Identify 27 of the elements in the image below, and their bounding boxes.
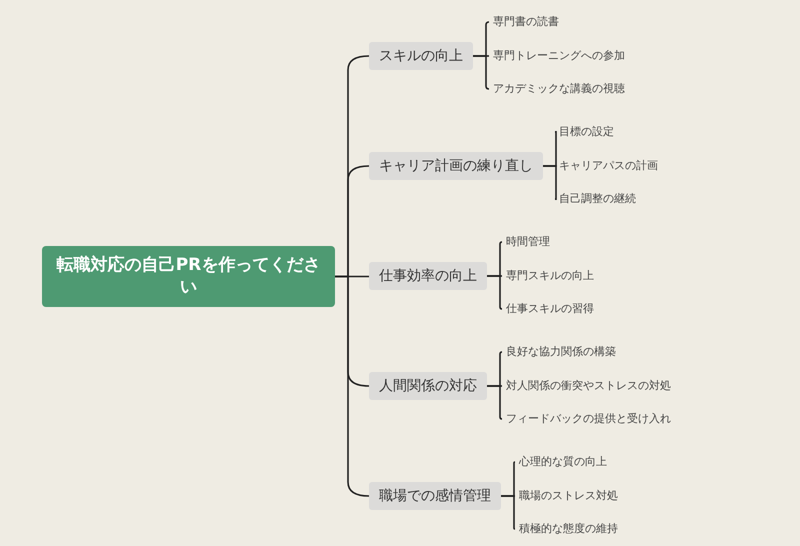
item-text: 時間管理 bbox=[506, 234, 550, 250]
topic-box: 転職対応の自己PRを作ってください bbox=[42, 246, 335, 306]
connector-line bbox=[501, 495, 516, 530]
connector-line bbox=[487, 275, 502, 310]
item-text: 仕事スキルの習得 bbox=[506, 301, 594, 317]
item-text: フィードバックの提供と受け入れ bbox=[506, 411, 671, 427]
item-text: キャリアパスの計画 bbox=[559, 158, 658, 174]
item-text: 自己調整の継続 bbox=[559, 191, 636, 207]
subtopic-box: キャリア計画の練り直し bbox=[369, 152, 543, 180]
item-text: 専門トレーニングへの参加 bbox=[493, 48, 625, 64]
subtopic-box: 職場での感情管理 bbox=[369, 482, 501, 510]
item-text: アカデミックな講義の視聴 bbox=[493, 81, 625, 97]
subtopic-box: 人間関係の対応 bbox=[369, 372, 487, 400]
connector-line bbox=[543, 165, 557, 201]
connector-line bbox=[335, 276, 370, 497]
subtopic-box: 仕事効率の向上 bbox=[369, 262, 487, 290]
subtopic-box: スキルの向上 bbox=[369, 42, 473, 70]
connector-line bbox=[473, 55, 490, 90]
item-text: 良好な協力関係の構築 bbox=[506, 344, 616, 360]
item-text: 心理的な質の向上 bbox=[519, 454, 607, 470]
connector-line bbox=[487, 385, 502, 420]
item-text: 専門スキルの向上 bbox=[506, 268, 594, 284]
item-text: 対人関係の衝突やストレスの対処 bbox=[506, 378, 671, 394]
item-text: 専門書の読書 bbox=[493, 14, 559, 30]
item-text: 積極的な態度の維持 bbox=[519, 521, 618, 537]
item-text: 目標の設定 bbox=[559, 124, 614, 140]
item-text: 職場のストレス対処 bbox=[519, 488, 618, 504]
